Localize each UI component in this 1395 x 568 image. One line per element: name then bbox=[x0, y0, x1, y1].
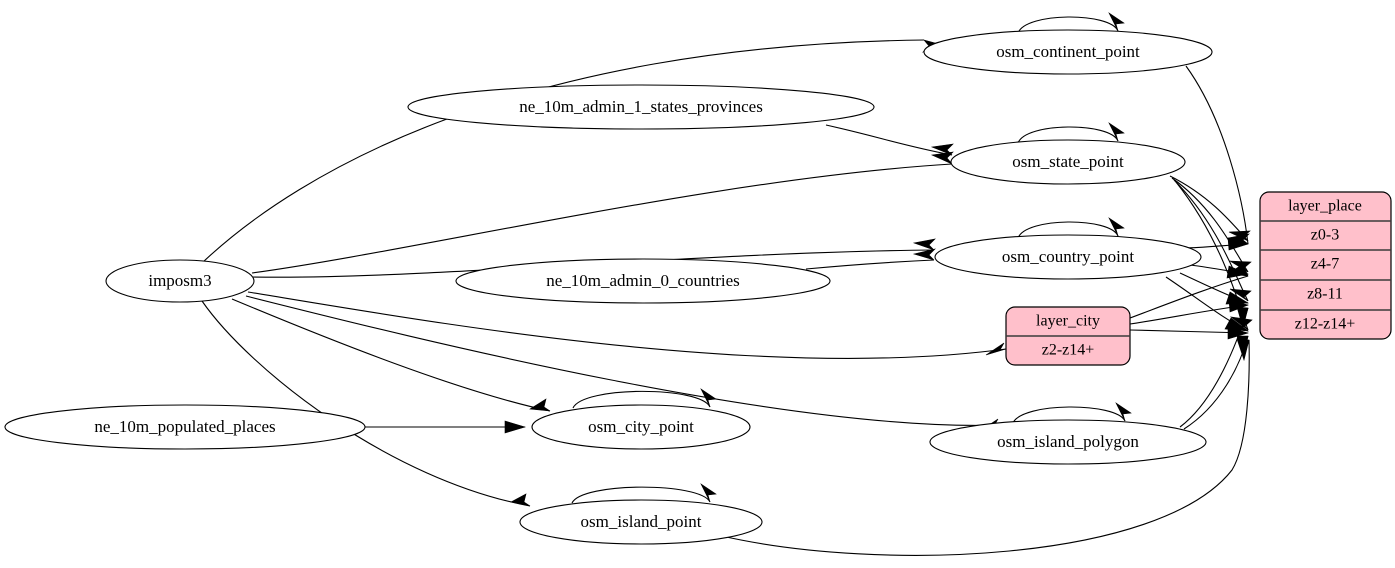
node-osm-state-point-shape[interactable] bbox=[950, 139, 1186, 185]
node-layer-place-row-z8-11[interactable]: z8-11 bbox=[1307, 286, 1343, 303]
node-ne-countries-label: ne_10m_admin_0_countries bbox=[546, 271, 740, 290]
node-ne-countries-shape[interactable] bbox=[455, 258, 831, 304]
edge-layer-city-to-layer-place-z4-7 bbox=[1129, 263, 1249, 319]
node-osm-country-point[interactable]: osm_country_point bbox=[934, 234, 1202, 280]
node-ne-10m-admin-0-countries[interactable]: ne_10m_admin_0_countries bbox=[455, 258, 831, 304]
node-osm-city-point-label: osm_city_point bbox=[588, 417, 694, 436]
edge-imposm3-to-layer-city bbox=[247, 291, 1007, 359]
node-imposm3[interactable]: imposm3 bbox=[105, 259, 255, 303]
edge-layer bbox=[201, 12, 1253, 556]
node-layer-place-row-z0-3[interactable]: z0-3 bbox=[1311, 227, 1339, 244]
edge-ne-states-to-osm-state-point bbox=[825, 124, 954, 156]
node-osm-state-point[interactable]: osm_state_point bbox=[950, 139, 1186, 185]
node-layer-city-row-z2-z14[interactable]: z2-z14+ bbox=[1042, 342, 1095, 359]
node-osm-island-point[interactable]: osm_island_point bbox=[519, 499, 763, 545]
node-osm-island-point-shape[interactable] bbox=[519, 499, 763, 545]
edge-ne-countries-to-osm-country-point bbox=[805, 248, 936, 270]
edge-self-loop-osm-island-polygon bbox=[1012, 402, 1132, 424]
node-osm-island-polygon-label: osm_island_polygon bbox=[997, 432, 1139, 451]
node-osm-island-polygon[interactable]: osm_island_polygon bbox=[929, 419, 1207, 465]
node-osm-city-point[interactable]: osm_city_point bbox=[531, 404, 751, 450]
node-ne-states-label: ne_10m_admin_1_states_provinces bbox=[519, 97, 763, 116]
node-osm-island-point-label: osm_island_point bbox=[581, 512, 702, 531]
node-ne-10m-admin-1-states-provinces[interactable]: ne_10m_admin_1_states_provinces bbox=[407, 84, 875, 130]
edge-layer-city-to-layer-place-z12-z14 bbox=[1129, 326, 1250, 340]
edge-osm-island-point-to-layer-place-z12-z14 bbox=[721, 338, 1250, 556]
node-ne-10m-populated-places[interactable]: ne_10m_populated_places bbox=[4, 404, 366, 450]
edge-self-loop-osm-country-point bbox=[1017, 217, 1125, 239]
node-osm-continent-point-shape[interactable] bbox=[923, 29, 1213, 75]
node-osm-country-point-label: osm_country_point bbox=[1002, 247, 1134, 266]
edge-self-loop-osm-city-point bbox=[572, 388, 717, 409]
edge-imposm3-to-osm-state-point bbox=[251, 151, 954, 274]
node-ne-places-shape[interactable] bbox=[4, 404, 366, 450]
node-osm-continent-point[interactable]: osm_continent_point bbox=[923, 29, 1213, 75]
edge-osm-country-point-to-layer-place-z0-3 bbox=[1185, 237, 1250, 251]
edge-self-loop-osm-island-point bbox=[571, 483, 717, 504]
edge-imposm3-to-osm-continent-point bbox=[201, 39, 948, 264]
node-layer-place-row-z12-z14[interactable]: z12-z14+ bbox=[1295, 316, 1356, 333]
node-layer-place-header: layer_place bbox=[1288, 198, 1362, 215]
node-imposm3-shape[interactable] bbox=[105, 259, 255, 303]
edge-ne-places-to-osm-city-point bbox=[365, 420, 527, 434]
edge-imposm3-to-osm-island-point bbox=[201, 300, 531, 507]
osm-node-layer: osm_continent_point osm_state_point osm_… bbox=[519, 29, 1213, 545]
node-layer-place[interactable]: layer_place z0-3 z4-7 z8-11 z12-z14+ bbox=[1259, 191, 1392, 340]
node-layer-city-header: layer_city bbox=[1036, 313, 1100, 330]
edge-imposm3-to-osm-city-point bbox=[231, 298, 551, 412]
node-osm-state-point-label: osm_state_point bbox=[1012, 152, 1124, 171]
node-osm-country-point-shape[interactable] bbox=[934, 234, 1202, 280]
node-ne-places-label: ne_10m_populated_places bbox=[94, 417, 275, 436]
node-osm-island-polygon-shape[interactable] bbox=[929, 419, 1207, 465]
node-ne-states-shape[interactable] bbox=[407, 84, 875, 130]
node-layer-place-row-z4-7[interactable]: z4-7 bbox=[1311, 256, 1339, 273]
edge-osm-island-polygon-to-layer-place-z8-11 bbox=[1179, 306, 1249, 428]
node-imposm3-label: imposm3 bbox=[148, 271, 211, 290]
node-layer-place-box[interactable] bbox=[1259, 191, 1392, 340]
edge-self-loop-osm-continent-point bbox=[1017, 12, 1125, 34]
layer-node-layer: layer_city z2-z14+ layer_place z0-3 z4-7… bbox=[1005, 191, 1392, 366]
edge-osm-country-point-to-layer-place-z8-11 bbox=[1179, 272, 1249, 305]
node-osm-continent-point-label: osm_continent_point bbox=[996, 42, 1140, 61]
edge-osm-state-point-to-layer-place-z0-3 bbox=[1169, 175, 1251, 242]
node-osm-city-point-shape[interactable] bbox=[531, 404, 751, 450]
edge-self-loop-osm-state-point bbox=[1017, 122, 1125, 144]
source-node-layer: imposm3 ne_10m_admin_1_states_provinces … bbox=[4, 84, 875, 450]
node-layer-city[interactable]: layer_city z2-z14+ bbox=[1005, 306, 1131, 366]
edge-osm-continent-point-to-layer-place-z0-3 bbox=[1185, 65, 1250, 245]
